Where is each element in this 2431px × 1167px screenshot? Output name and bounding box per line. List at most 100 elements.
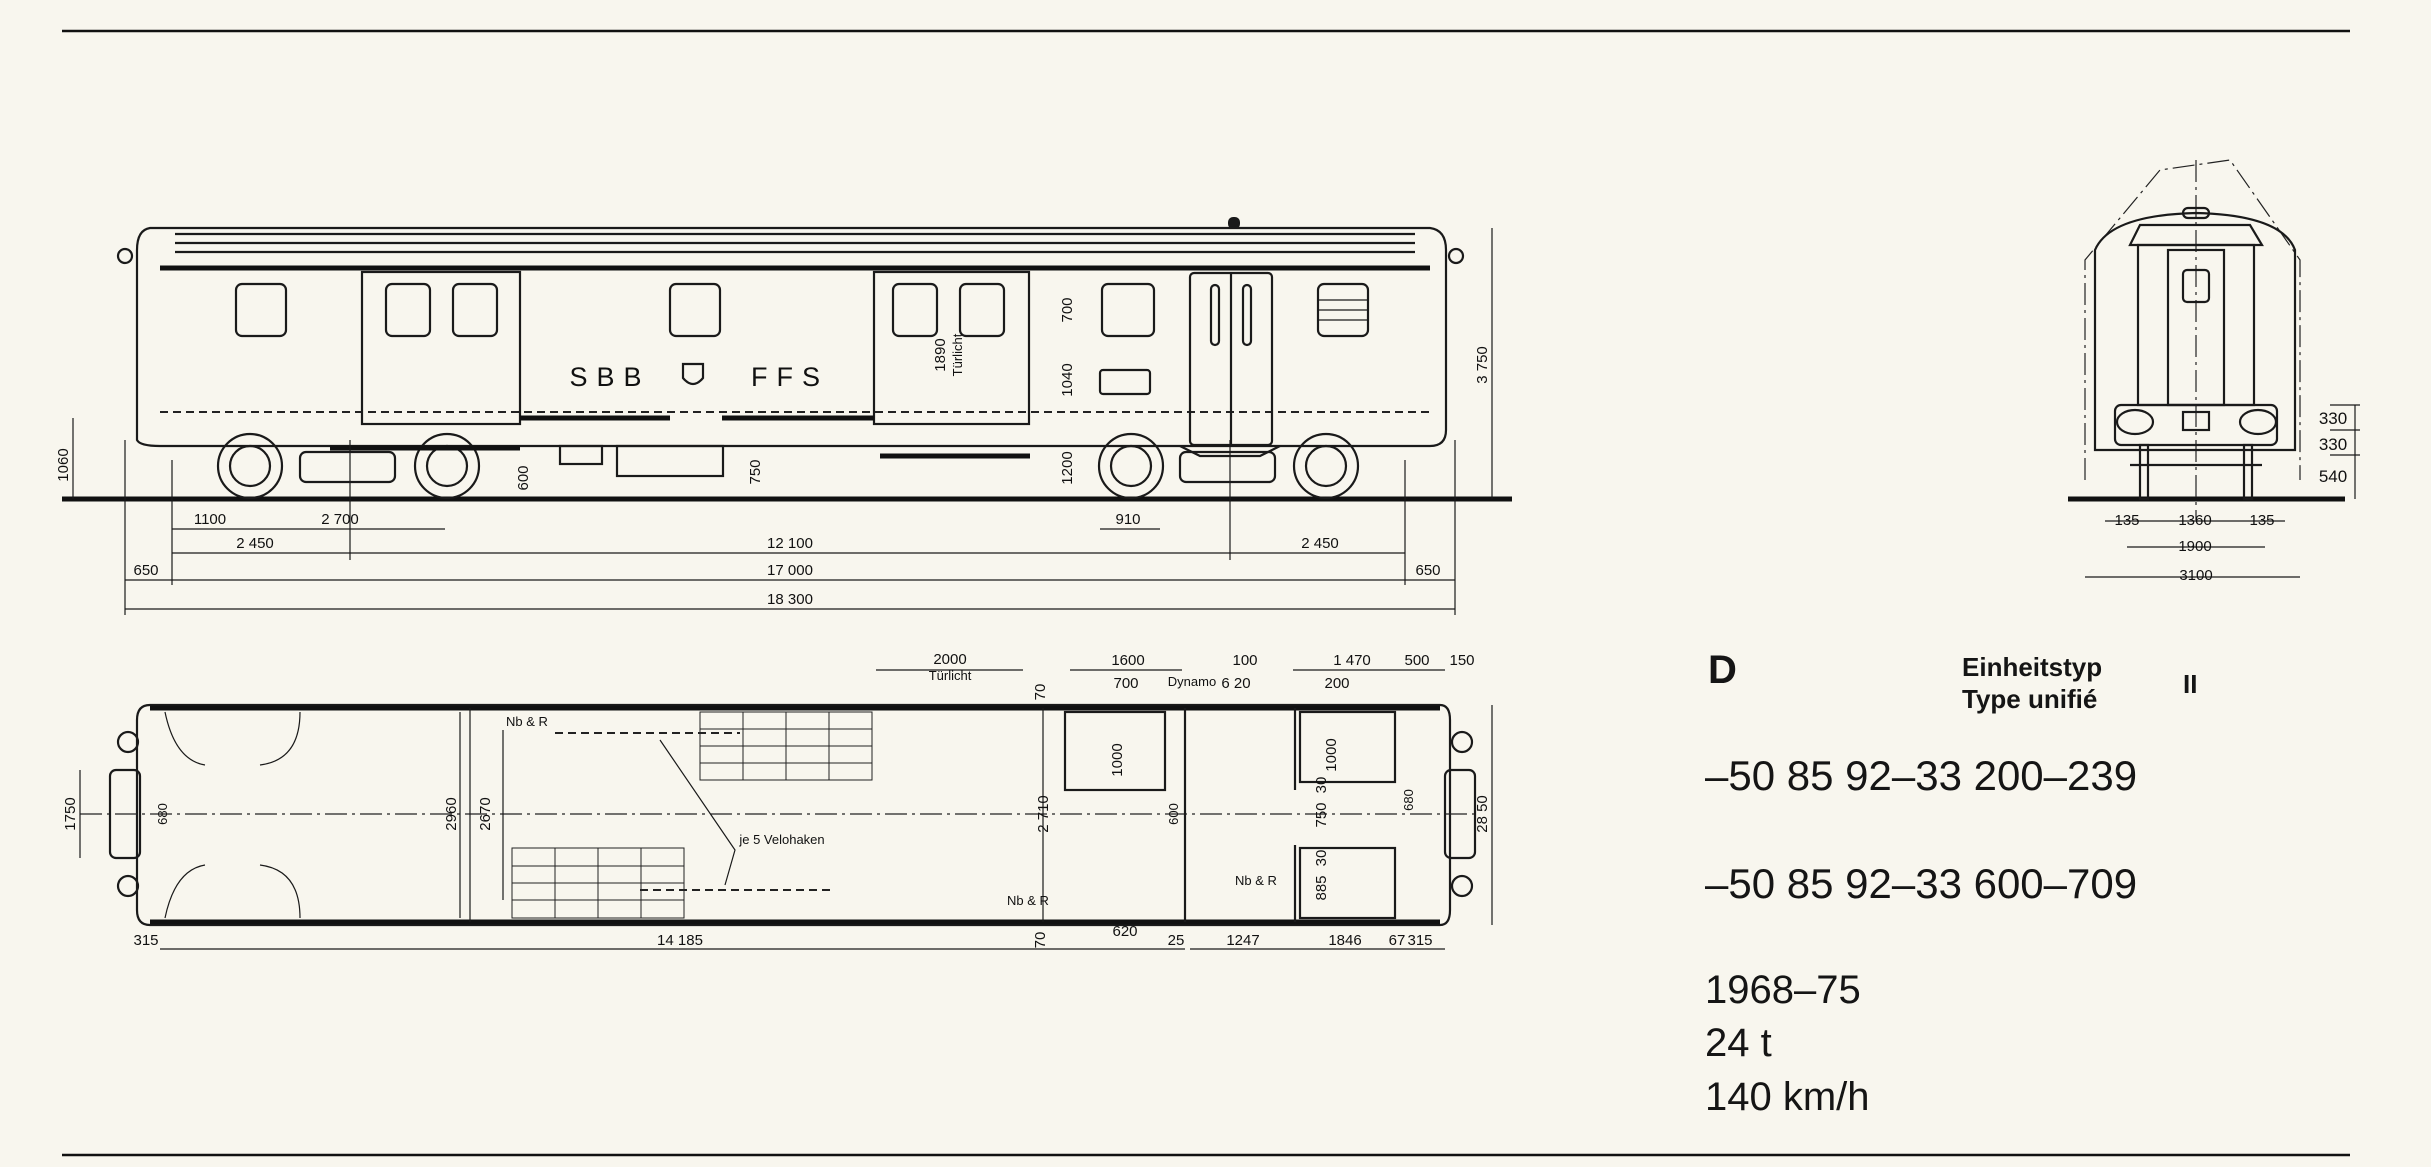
nameplate (1098, 368, 1152, 396)
dim-680-right: 680 (1401, 789, 1416, 811)
gangway-left (108, 768, 142, 860)
dim-3750: 3 750 (1474, 346, 1491, 384)
dim-1900: 1900 (2178, 538, 2211, 555)
dim-1060: 1060 (55, 448, 72, 481)
plan-view: 2000 Türlicht 1600 100 1 470 500 150 700… (62, 651, 1493, 950)
dim-67: 67 (1389, 932, 1406, 949)
dim-620-bottom: 620 (1112, 923, 1137, 940)
dim-680-left: 680 (155, 803, 170, 825)
dim-330-lower: 330 (2319, 435, 2347, 454)
roof-vent (2181, 206, 2211, 220)
dim-150: 150 (1449, 652, 1474, 669)
dim-25: 25 (1168, 932, 1185, 949)
class-letter: D (1708, 648, 1737, 692)
dim-700-b: 200 (1324, 675, 1349, 692)
dim-620-top: 6 20 (1221, 675, 1250, 692)
emergency-brake-label-2: Nb & R (1007, 893, 1049, 908)
roof-lamp (1228, 217, 1240, 229)
dim-30-a: 30 (1313, 777, 1330, 794)
desk (1063, 710, 1167, 792)
emergency-brake-label-3: Nb & R (1235, 873, 1277, 888)
build-years: 1968–75 (1705, 968, 1861, 1012)
bogie-left (216, 432, 520, 500)
dim-750-plan: 750 (1313, 802, 1330, 827)
windows (234, 282, 1370, 338)
dynamo-label: Dynamo (1168, 674, 1216, 689)
number-range-1: –50 85 92–33 200–239 (1705, 752, 2137, 799)
dim-14185: 14 185 (657, 932, 703, 949)
dim-70-bottom: 70 (1032, 932, 1049, 949)
gangway-right (1443, 768, 1477, 860)
type-label-fr: Type unifié (1962, 684, 2097, 714)
door-clearance-label-plan: Türlicht (929, 668, 972, 683)
dim-30-b: 30 (1313, 850, 1330, 867)
toilet-compartment (1298, 710, 1397, 784)
type-number: II (2183, 669, 2197, 699)
battery-box (558, 444, 604, 466)
dim-18300: 18 300 (767, 591, 813, 608)
car-body (135, 226, 1448, 448)
floor-outline (135, 703, 1452, 927)
sbb-lettering: SBB (569, 362, 650, 392)
dim-1040: 1040 (1059, 363, 1076, 396)
number-range-2: –50 85 92–33 600–709 (1705, 860, 2137, 907)
dim-2960: 2960 (443, 797, 460, 830)
dim-315-left: 315 (133, 932, 158, 949)
dim-17000: 17 000 (767, 562, 813, 579)
service-compartment (1298, 846, 1397, 920)
luggage-grid-lower (511, 847, 685, 919)
dim-1890: 1890 (932, 338, 949, 371)
dim-2450-right: 2 450 (1301, 535, 1339, 552)
bicycle-hooks-label: je 5 Velohaken (738, 832, 824, 847)
bogie-right (1097, 432, 1360, 500)
dim-100: 100 (1232, 652, 1257, 669)
dim-1360: 1360 (2178, 512, 2211, 529)
dim-700: 700 (1059, 297, 1076, 322)
dim-330-upper: 330 (2319, 409, 2347, 428)
dim-2700: 2 700 (321, 511, 359, 528)
dim-2000: 2000 (933, 651, 966, 668)
swiss-cross-emblem-icon (681, 362, 705, 386)
buffer-beam (2113, 403, 2279, 447)
dim-500: 500 (1404, 652, 1429, 669)
max-speed: 140 km/h (1705, 1075, 1870, 1119)
dim-2450-left: 2 450 (236, 535, 274, 552)
dim-70-top: 70 (1032, 684, 1049, 701)
dim-315-right: 315 (1407, 932, 1432, 949)
dim-1846: 1846 (1328, 932, 1361, 949)
side-view: SBB FFS (55, 217, 1512, 615)
dim-600-plan: 600 (1166, 803, 1181, 825)
dim-750: 750 (747, 459, 764, 484)
dim-3100: 3100 (2179, 567, 2212, 584)
dim-2670: 2670 (477, 797, 494, 830)
dim-1600: 1600 (1111, 652, 1144, 669)
info-block: D Einheitstyp Type unifié II –50 85 92–3… (1705, 648, 2197, 1119)
luggage-door-left (360, 270, 522, 426)
dim-135-left: 135 (2114, 512, 2139, 529)
type-label-de: Einheitstyp (1962, 652, 2102, 682)
dim-540: 540 (2319, 467, 2347, 486)
dim-1000-b: 1000 (1323, 738, 1340, 771)
dim-2850: 28 50 (1474, 795, 1491, 833)
dim-2710: 2 710 (1035, 795, 1052, 833)
dim-1247: 1247 (1226, 932, 1259, 949)
dim-1470: 1 470 (1333, 652, 1371, 669)
dim-650-left: 650 (133, 562, 158, 579)
dim-600: 600 (515, 465, 532, 490)
dim-885: 885 (1313, 875, 1330, 900)
end-body (2093, 211, 2297, 452)
dim-135-right: 135 (2249, 512, 2274, 529)
dim-12100: 12 100 (767, 535, 813, 552)
end-view: 330 330 540 135 1360 135 1900 3100 (2068, 159, 2360, 584)
dim-700-a: 700 (1113, 675, 1138, 692)
dim-1750: 1750 (62, 797, 79, 830)
door-clearance-label: Türlicht (950, 333, 965, 376)
ffs-lettering: FFS (751, 362, 829, 392)
luggage-door-right (872, 270, 1031, 426)
dim-1000-a: 1000 (1109, 743, 1126, 776)
dim-650-right: 650 (1415, 562, 1440, 579)
luggage-grid-upper (699, 711, 873, 781)
emergency-brake-label-1: Nb & R (506, 714, 548, 729)
